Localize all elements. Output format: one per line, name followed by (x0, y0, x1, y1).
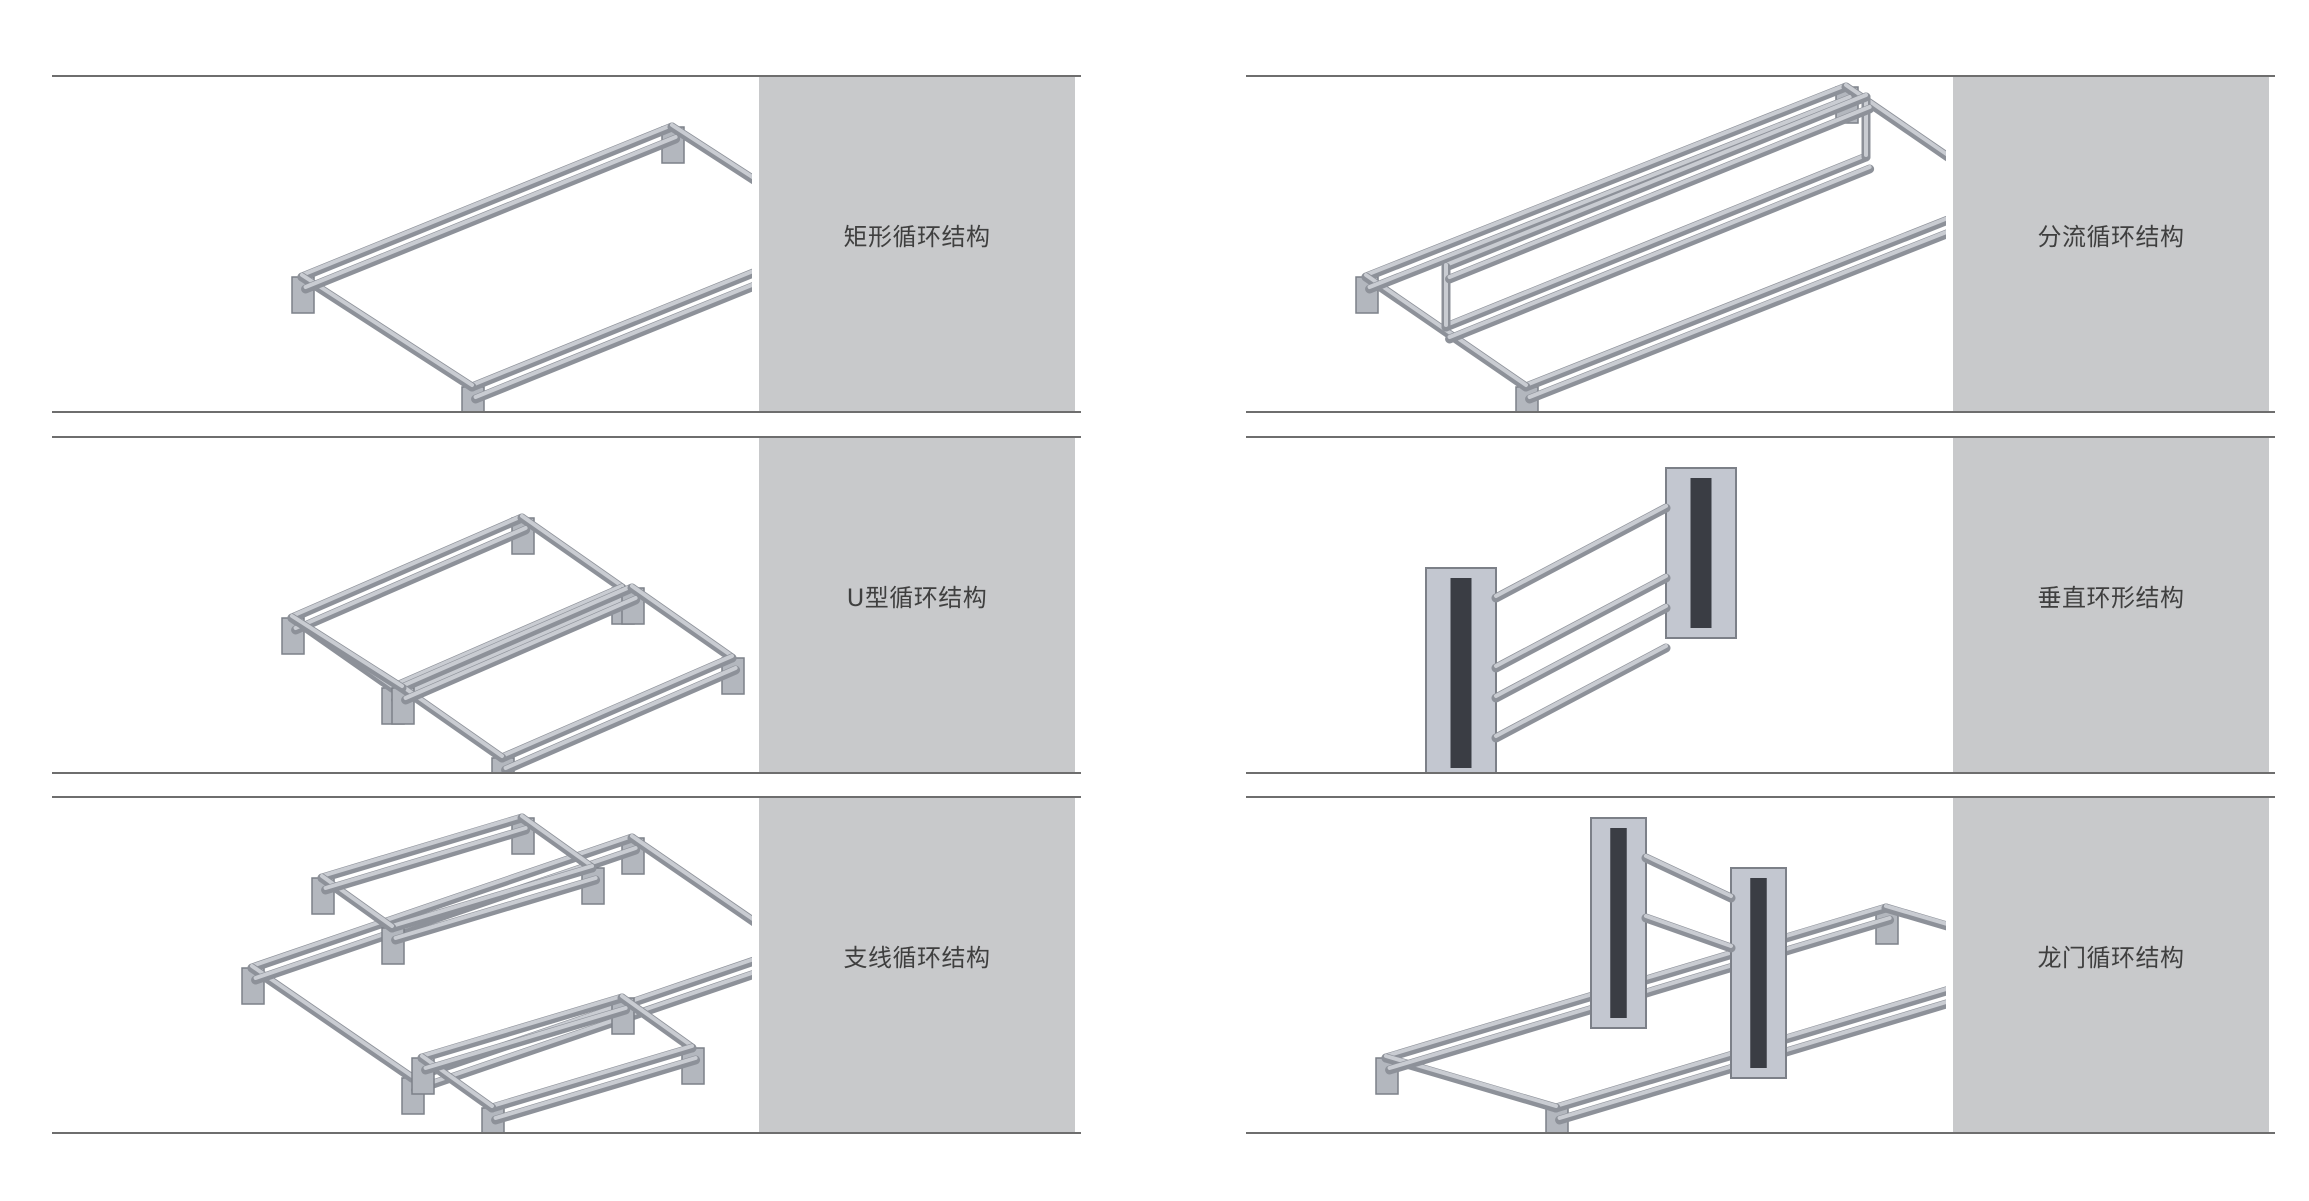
panel-u-shaped-loop: U型循环结构 (52, 436, 1081, 774)
panel-branch-loop: 支线循环结构 (52, 796, 1081, 1134)
split-flow-loop-illustration (1355, 82, 1946, 411)
panel-label: 支线循环结构 (843, 943, 991, 972)
gantry-loop-illustration (1375, 817, 1946, 1132)
panel-label: 分流循环结构 (2037, 222, 2185, 251)
label-box: 支线循环结构 (759, 798, 1075, 1132)
panel-split-flow-loop: 分流循环结构 (1246, 75, 2275, 413)
label-box: U型循环结构 (759, 438, 1075, 772)
panel-label: 矩形循环结构 (843, 222, 991, 251)
label-box: 矩形循环结构 (759, 77, 1075, 411)
label-box: 垂直环形结构 (1953, 438, 2269, 772)
panel-vertical-loop: 垂直环形结构 (1246, 436, 2275, 774)
panel-rectangular-loop: 矩形循环结构 (52, 75, 1081, 413)
panel-label: U型循环结构 (846, 583, 988, 612)
panel-label: 垂直环形结构 (2037, 583, 2185, 612)
rectangular-loop-illustration (291, 122, 752, 411)
label-box: 龙门循环结构 (1953, 798, 2269, 1132)
panel-gantry-loop: 龙门循环结构 (1246, 796, 2275, 1134)
vertical-loop-illustration (1425, 467, 1737, 772)
branch-loop-illustration (241, 813, 752, 1132)
panel-label: 龙门循环结构 (2037, 943, 2185, 972)
u-shaped-loop-illustration (281, 513, 745, 772)
label-box: 分流循环结构 (1953, 77, 2269, 411)
